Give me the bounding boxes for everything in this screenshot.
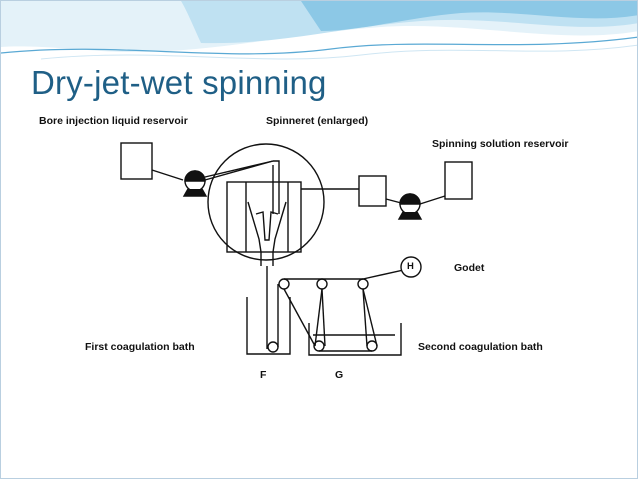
solution-pump-icon (397, 193, 423, 220)
header-wave-decoration (1, 1, 637, 60)
slide-title: Dry-jet-wet spinning (31, 64, 327, 101)
second-bath-tank (308, 323, 402, 356)
solution-reservoir-box (444, 161, 473, 200)
spinning-diagram: Bore injection liquid reservoir Spinnere… (33, 104, 614, 384)
label-bore-reservoir: Bore injection liquid reservoir (39, 115, 188, 127)
diagram-schematic (120, 142, 473, 356)
label-spinneret: Spinneret (enlarged) (266, 115, 369, 127)
bore-pump-icon (182, 170, 208, 197)
label-solution-reservoir: Spinning solution reservoir (432, 138, 569, 150)
spinneret-body (226, 181, 302, 253)
marker-g: G (335, 369, 344, 381)
label-second-bath: Second coagulation bath (418, 341, 543, 353)
label-first-bath: First coagulation bath (85, 341, 195, 353)
spinneret-enlarged-circle (207, 143, 325, 261)
godet-symbol: H (407, 261, 414, 272)
bore-reservoir-box (120, 142, 153, 180)
first-bath-tank (246, 297, 291, 355)
godet-h-circle (400, 256, 422, 278)
marker-f: F (260, 369, 267, 381)
label-godet: Godet (454, 262, 485, 274)
solution-reservoir-box-small (358, 175, 387, 207)
